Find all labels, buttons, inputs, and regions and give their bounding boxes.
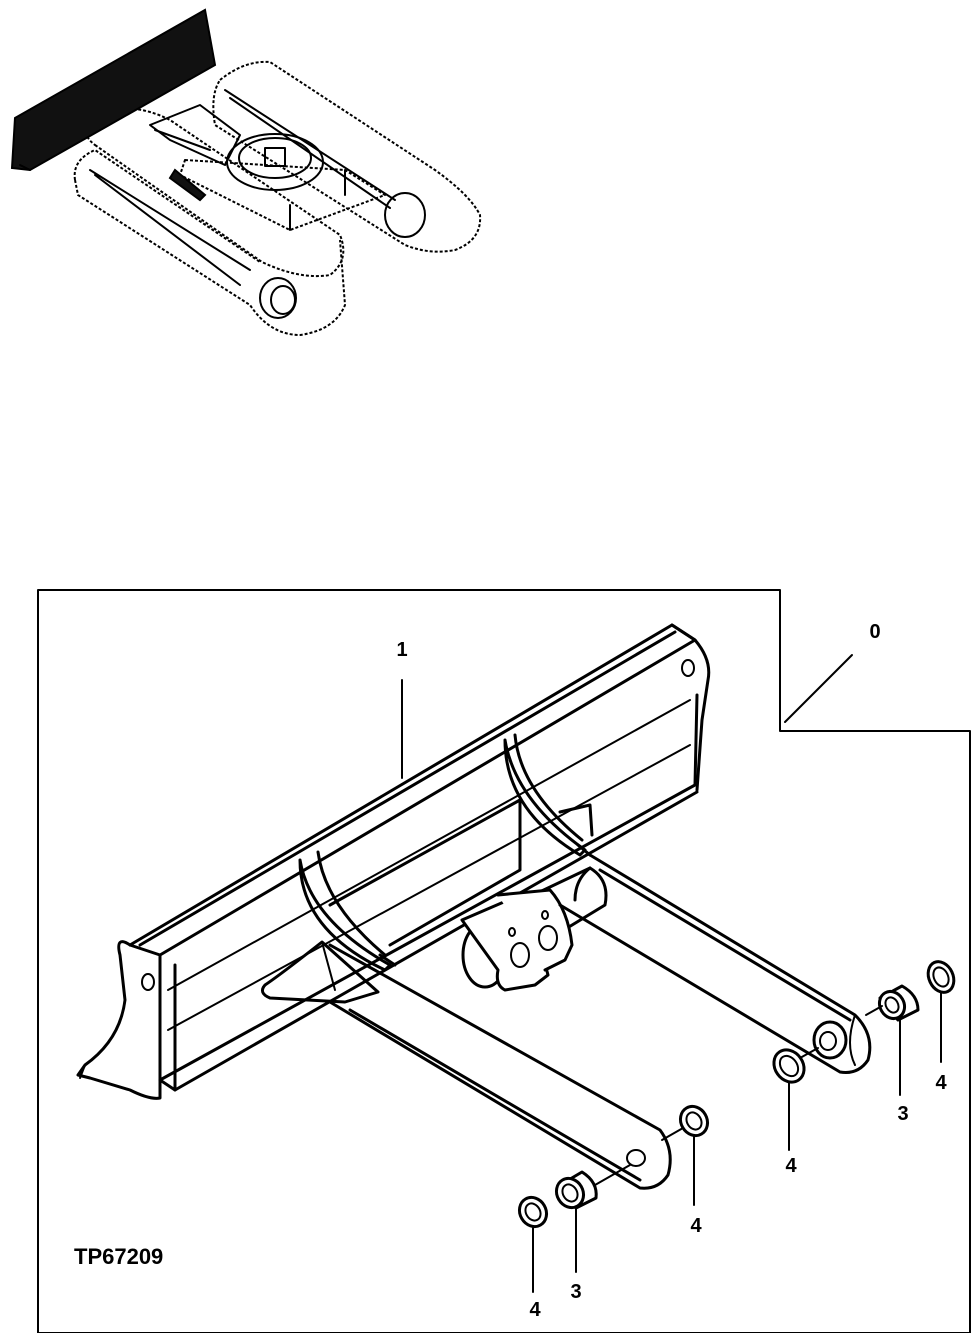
- callout-blade: 1: [396, 639, 407, 661]
- bushing-left: [554, 1170, 598, 1210]
- seal-right-outer: [926, 960, 956, 994]
- seal-left-inner: [678, 1104, 710, 1138]
- blade-assembly: [76, 623, 872, 1190]
- leader-lines: [401, 654, 942, 1293]
- callout-seal-left-inner: 4: [690, 1215, 702, 1237]
- callout-assembly: 0: [869, 621, 880, 643]
- figure-id: TP67209: [74, 1244, 163, 1269]
- callout-seal-right-outer: 4: [935, 1072, 947, 1094]
- callout-bushing-right: 3: [897, 1103, 908, 1125]
- bushing-right: [877, 984, 920, 1022]
- locator-undercarriage: [10, 8, 482, 336]
- callout-seal-left-outer: 4: [529, 1299, 541, 1321]
- seal-left-outer: [517, 1195, 549, 1229]
- callout-bushing-left: 3: [570, 1281, 581, 1303]
- callout-seal-right-inner: 4: [785, 1155, 797, 1177]
- bushing-and-seal-parts: [517, 960, 956, 1229]
- detail-frame: [37, 589, 971, 1333]
